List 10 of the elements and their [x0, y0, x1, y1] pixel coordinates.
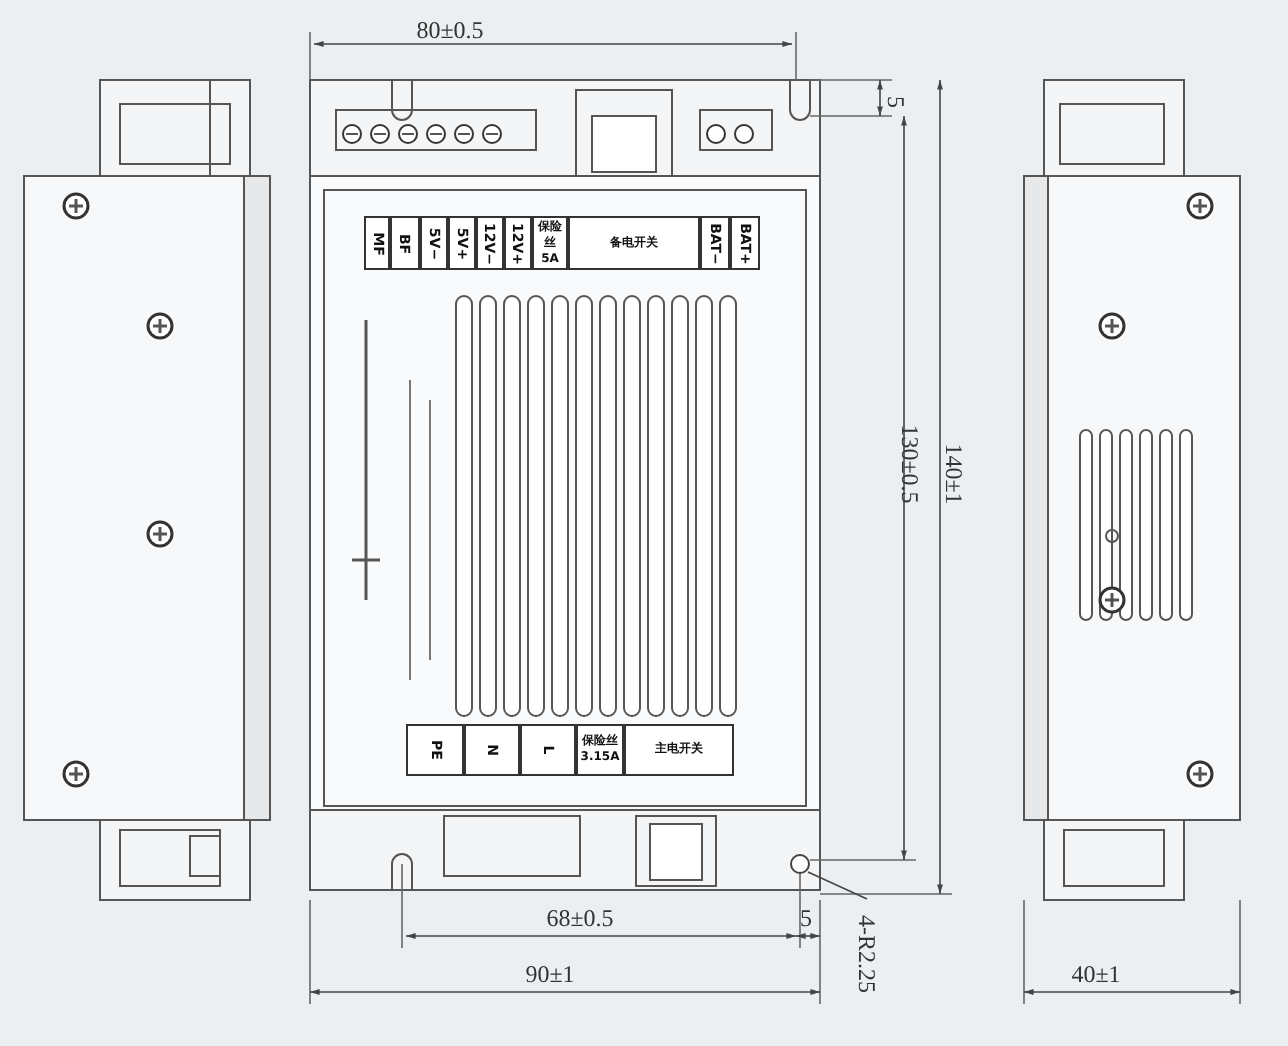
leader-line — [807, 871, 868, 900]
dimension-label: 68±0.5 — [544, 904, 616, 932]
dimension-label: 4-R2.25 — [853, 899, 881, 1009]
dimension-label: 140±1 — [940, 441, 968, 509]
dimension-label: 80±0.5 — [414, 16, 486, 44]
dimension-label: 40±1 — [1069, 960, 1123, 988]
dimension-label: 90±1 — [523, 960, 577, 988]
dimension-label: 5 — [798, 904, 814, 932]
dimension-label: 130±0.5 — [896, 422, 924, 508]
dimension-label: 5 — [882, 94, 910, 112]
